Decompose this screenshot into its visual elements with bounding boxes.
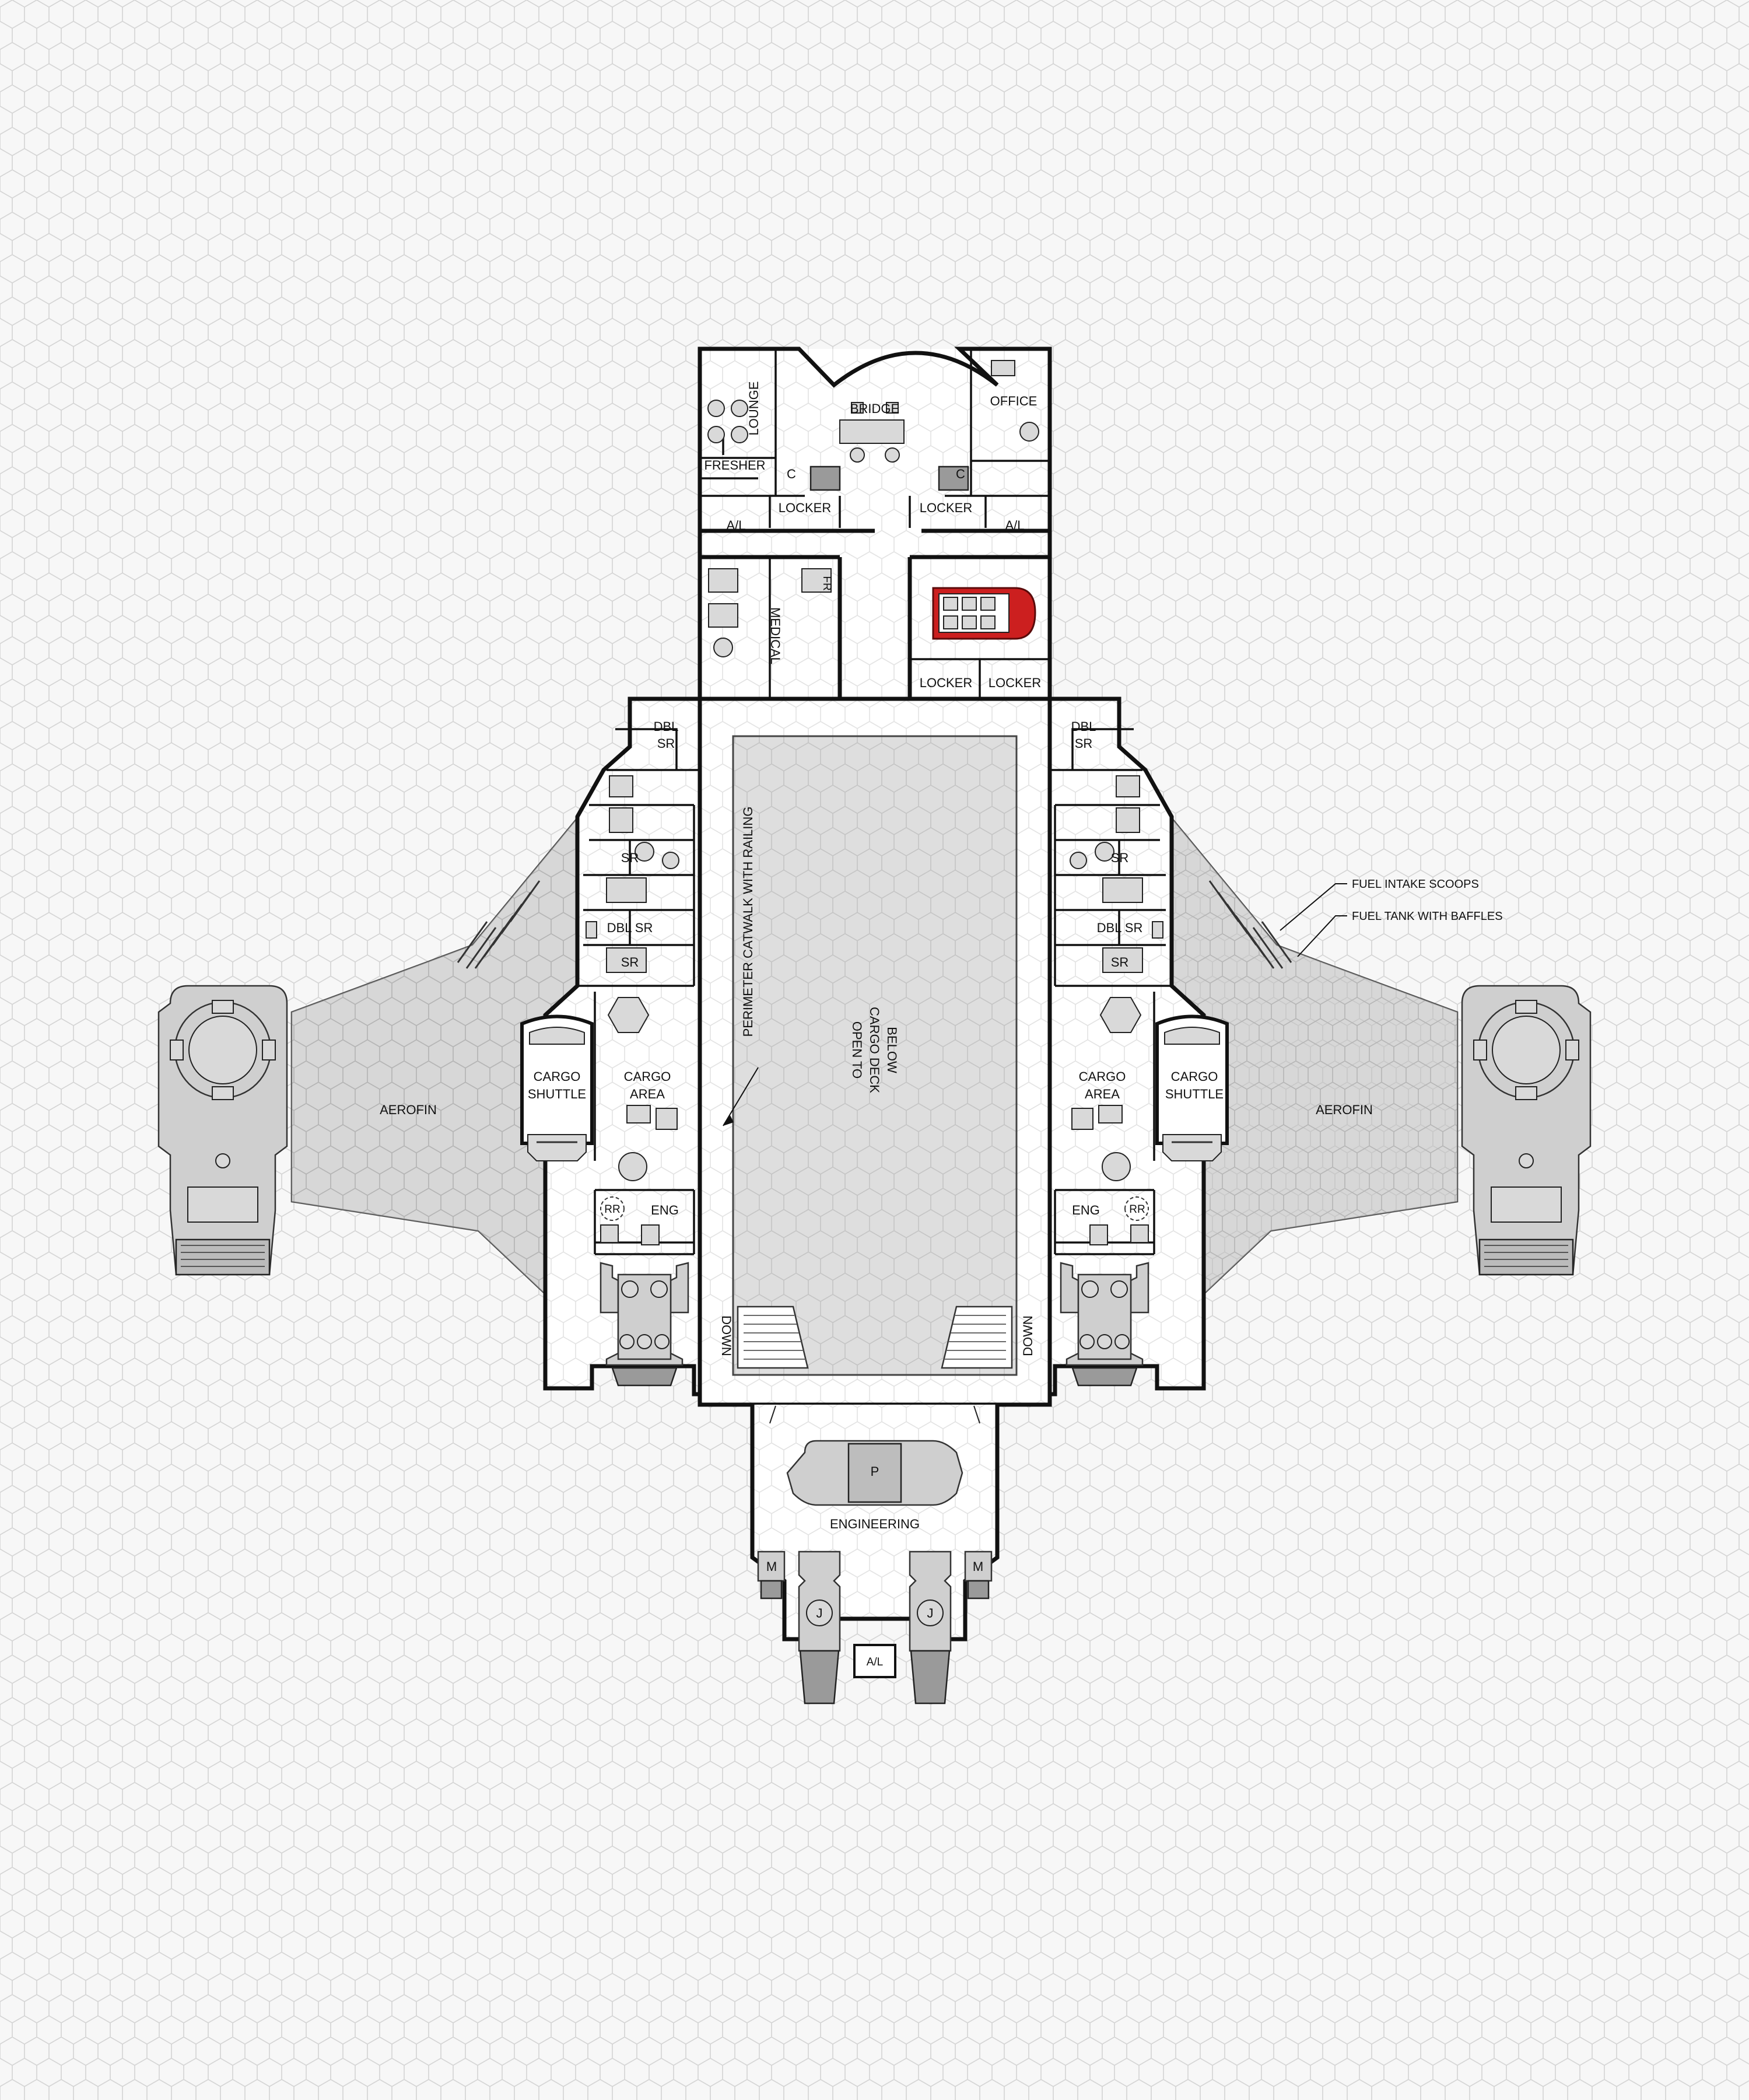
label-rr-port: RR <box>604 1203 620 1216</box>
label-console-starboard: C <box>956 467 965 481</box>
label-down-port: DOWN <box>719 1315 734 1356</box>
label-cargo-shuttle-starboard-2: SHUTTLE <box>1165 1087 1224 1101</box>
engineering-section <box>750 1405 1000 1704</box>
label-rr-starboard: RR <box>1129 1203 1145 1216</box>
label-sr-port-1: SR <box>621 850 639 865</box>
label-aerofin-starboard: AEROFIN <box>1316 1102 1373 1117</box>
label-airlock-starboard: A/L <box>1005 518 1024 533</box>
label-cargo-shuttle-port-2: SHUTTLE <box>528 1087 586 1101</box>
label-lounge: LOUNGE <box>746 382 761 436</box>
forward-section <box>698 346 1052 701</box>
label-console-port: C <box>787 467 796 481</box>
callout-lines <box>1280 883 1347 957</box>
label-cargo-area-starboard-2: AREA <box>1085 1087 1120 1101</box>
label-fresher: FRESHER <box>704 458 765 473</box>
label-jump-port: J <box>816 1606 823 1620</box>
label-cargo-area-port-2: AREA <box>630 1087 665 1101</box>
label-aerofin-port: AEROFIN <box>380 1102 437 1117</box>
label-dbl-sr-port-top: DBL <box>654 719 679 734</box>
starboard-nacelle <box>1461 985 1592 1276</box>
label-locker-fwd-starboard: LOCKER <box>920 501 972 515</box>
label-maneuver-port: M <box>766 1559 777 1574</box>
callout-fuel-tank: FUEL TANK WITH BAFFLES <box>1352 910 1503 923</box>
label-dbl-sr-port-2: DBL SR <box>607 921 653 935</box>
label-open-2: CARGO DECK <box>867 1007 882 1093</box>
label-open-1: OPEN TO <box>850 1021 864 1079</box>
label-bridge: BRIDGE <box>850 401 899 416</box>
label-sr-starboard-1: SR <box>1111 850 1129 865</box>
label-airlock-port: A/L <box>726 518 745 533</box>
label-dbl-sr-starboard-top: DBL <box>1071 719 1096 734</box>
label-office: OFFICE <box>990 394 1038 408</box>
label-cargo-area-port-1: CARGO <box>624 1069 671 1084</box>
label-dbl-sr-port-top-2: SR <box>657 736 675 751</box>
label-fridge: FR <box>821 576 833 590</box>
label-open-3: BELOW <box>885 1027 899 1073</box>
label-engineering: ENGINEERING <box>830 1517 920 1531</box>
callout-fuel-intake: FUEL INTAKE SCOOPS <box>1352 878 1479 891</box>
label-sr-starboard-2: SR <box>1111 955 1129 970</box>
central-hold <box>698 696 1052 1407</box>
label-dbl-sr-starboard-top-2: SR <box>1075 736 1093 751</box>
label-eng-starboard: ENG <box>1072 1203 1100 1217</box>
label-dbl-sr-starboard-2: DBL SR <box>1097 921 1143 935</box>
label-power-plant: P <box>871 1464 879 1479</box>
label-jump-starboard: J <box>927 1606 934 1620</box>
label-cargo-shuttle-starboard-1: CARGO <box>1171 1069 1218 1084</box>
air-raft-vehicle <box>932 587 1036 640</box>
port-nacelle <box>157 985 288 1276</box>
label-catwalk: PERIMETER CATWALK WITH RAILING <box>741 807 755 1037</box>
label-maneuver-starboard: M <box>973 1559 983 1574</box>
label-eng-port: ENG <box>651 1203 679 1217</box>
label-down-starboard: DOWN <box>1021 1315 1035 1356</box>
label-cargo-shuttle-port-1: CARGO <box>534 1069 581 1084</box>
label-sr-port-2: SR <box>621 955 639 970</box>
label-locker-fwd-port: LOCKER <box>779 501 831 515</box>
label-locker-aft-2: LOCKER <box>989 676 1041 690</box>
label-airlock-aft: A/L <box>867 1656 884 1668</box>
label-medical: MEDICAL <box>768 607 783 664</box>
label-cargo-area-starboard-1: CARGO <box>1079 1069 1126 1084</box>
room-labels: LOUNGE BRIDGE OFFICE FRESHER C C LOCKER … <box>380 382 1502 1668</box>
label-locker-aft-1: LOCKER <box>920 676 972 690</box>
